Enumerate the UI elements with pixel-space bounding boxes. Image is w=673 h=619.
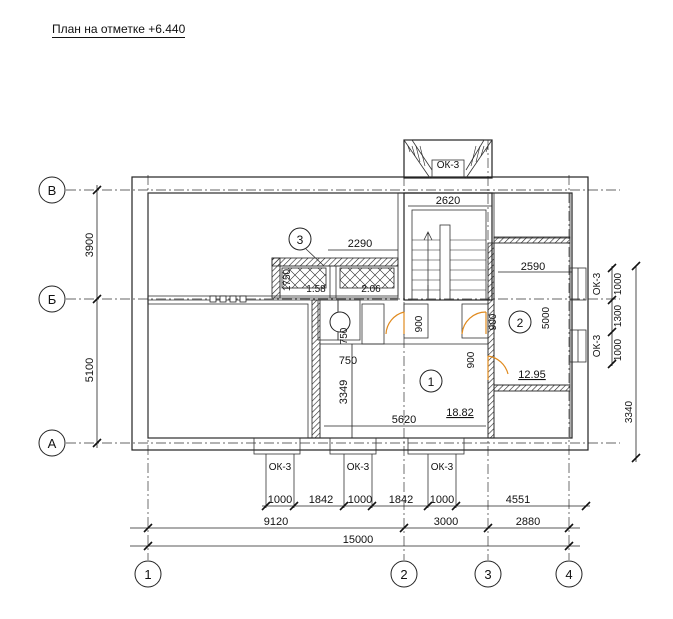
room-3-area-a: 1.58 — [306, 284, 326, 295]
svg-text:1842: 1842 — [389, 494, 413, 506]
room-2-label: 2 12.95 — [508, 310, 546, 381]
svg-text:4: 4 — [565, 567, 572, 582]
svg-text:2290: 2290 — [348, 238, 372, 250]
svg-text:1: 1 — [428, 375, 435, 389]
axis-bubble-1: 1 — [134, 560, 162, 588]
right-windows — [569, 267, 587, 363]
svg-text:1000: 1000 — [613, 272, 624, 295]
svg-text:900: 900 — [466, 351, 477, 368]
svg-text:1000: 1000 — [430, 494, 454, 506]
axis-bubble-3: 3 — [474, 560, 502, 588]
svg-text:3: 3 — [484, 567, 491, 582]
dim-bottom-row-1: 1000 1842 1000 1842 1000 4551 — [261, 494, 591, 511]
svg-text:1000: 1000 — [348, 494, 372, 506]
marker-dots — [209, 295, 247, 303]
svg-text:5000: 5000 — [541, 306, 552, 329]
svg-text:2: 2 — [400, 567, 407, 582]
window-mark-bottom-2: ОК-3 — [347, 462, 370, 473]
svg-text:1842: 1842 — [309, 494, 333, 506]
room-3-area-b: 2.06 — [361, 284, 381, 295]
plan-title: План на отметке +6.440 — [52, 22, 186, 38]
svg-text:3340: 3340 — [624, 400, 635, 423]
right-rooms — [487, 192, 571, 439]
svg-text:5100: 5100 — [84, 358, 96, 382]
room-1-walls — [311, 299, 489, 439]
svg-text:1000: 1000 — [613, 338, 624, 361]
dim-bottom-total: 15000 — [130, 534, 580, 551]
svg-text:1300: 1300 — [613, 304, 624, 327]
svg-text:2: 2 — [517, 316, 524, 330]
axis-bubble-b: Б — [38, 285, 66, 313]
svg-text:3349: 3349 — [338, 380, 350, 404]
window-mark-right-1: ОК-3 — [592, 272, 603, 295]
room-4-label — [329, 311, 351, 333]
svg-text:3000: 3000 — [434, 516, 458, 528]
room-3-block — [271, 257, 399, 341]
svg-text:3: 3 — [297, 233, 304, 247]
dim-left: 3900 5100 — [84, 185, 102, 448]
window-mark-top: ОК-3 — [437, 160, 460, 171]
svg-text:2620: 2620 — [436, 195, 460, 207]
room-3-label: 3 1.58 2.06 — [288, 227, 381, 295]
staircase — [403, 192, 493, 301]
dim-bottom-row-2: 9120 3000 2880 — [130, 516, 580, 533]
svg-text:15000: 15000 — [343, 534, 374, 546]
axis-bubble-v: В — [38, 176, 66, 204]
svg-text:9120: 9120 — [264, 516, 288, 528]
svg-text:В: В — [48, 183, 57, 198]
svg-text:Б: Б — [48, 292, 57, 307]
roof-vent-shaft — [403, 139, 493, 179]
room-1-area: 18.82 — [446, 407, 474, 419]
svg-text:900: 900 — [414, 315, 425, 332]
axis-bubble-2: 2 — [390, 560, 418, 588]
svg-text:750: 750 — [339, 327, 350, 344]
svg-text:1000: 1000 — [268, 494, 292, 506]
svg-text:750: 750 — [339, 355, 357, 367]
axis-lines — [66, 140, 620, 560]
axis-bubble-a: А — [38, 429, 66, 457]
bottom-windows — [253, 437, 465, 508]
svg-text:900: 900 — [488, 313, 499, 330]
window-mark-bottom-3: ОК-3 — [431, 462, 454, 473]
room-1-label: 1 18.82 — [419, 369, 474, 419]
svg-text:1: 1 — [144, 567, 151, 582]
svg-text:2590: 2590 — [521, 261, 545, 273]
axis-bubble-4: 4 — [555, 560, 583, 588]
dim-right: 1000 1300 1000 3340 — [607, 261, 641, 463]
svg-text:3900: 3900 — [84, 233, 96, 257]
window-mark-bottom-1: ОК-3 — [269, 462, 292, 473]
svg-text:5620: 5620 — [392, 414, 416, 426]
svg-text:1750: 1750 — [282, 268, 293, 291]
dim-interior: 2620 2290 2590 5620 3349 750 750 900 900… — [282, 195, 572, 438]
svg-text:2880: 2880 — [516, 516, 540, 528]
door-swings — [385, 311, 509, 380]
svg-text:А: А — [48, 436, 57, 451]
svg-text:4551: 4551 — [506, 494, 530, 506]
window-mark-right-2: ОК-3 — [592, 334, 603, 357]
room-2-area: 12.95 — [518, 369, 546, 381]
